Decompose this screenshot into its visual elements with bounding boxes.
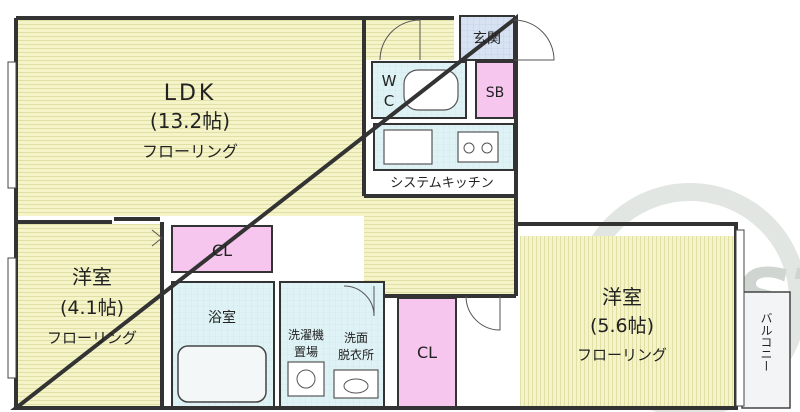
- western2-door-swing: [465, 295, 501, 331]
- ldk-name: LDK: [164, 81, 217, 106]
- wc-door-swing: [379, 19, 421, 61]
- basin-bowl-icon: [343, 378, 369, 394]
- sliding-door-mark: [151, 229, 163, 247]
- washroom-door-swing: [343, 285, 375, 317]
- window-western-1: [7, 257, 17, 379]
- closet1-label: CL: [212, 241, 232, 260]
- ldk-size: (13.2帖): [150, 109, 230, 133]
- wc-label-c: C: [384, 92, 394, 110]
- entrance: [459, 15, 515, 61]
- washer-drum-icon: [296, 369, 316, 389]
- laundry-label-2: 置場: [294, 345, 318, 359]
- washing-machine-space: [287, 361, 325, 397]
- corridor-wall: [384, 224, 518, 298]
- window-western-2: [735, 229, 745, 407]
- wash-basin: [333, 369, 379, 399]
- washroom-label-1: 洗面: [344, 331, 368, 345]
- toilet-icon: [403, 69, 459, 111]
- closet-2: [397, 297, 457, 409]
- balcony: [741, 291, 791, 409]
- ldk-corridor-floor: [364, 196, 516, 296]
- western2-floor-type: フローリング: [577, 346, 667, 364]
- kitchen-label: システムキッチン: [390, 176, 494, 191]
- room-western-1: [16, 224, 162, 410]
- room-western-2: [520, 236, 736, 408]
- entrance-label: 玄関: [473, 30, 501, 47]
- kitchen-sink: [383, 129, 433, 165]
- western1-size: (4.1帖): [60, 297, 124, 319]
- burner-icon: [481, 142, 493, 154]
- window-ldk: [7, 61, 17, 189]
- closet2-label: CL: [417, 343, 437, 362]
- sb-label: SB: [486, 85, 505, 101]
- balcony-label: バルコニー: [759, 312, 773, 372]
- burner-icon: [463, 142, 475, 154]
- wc-label-w: W: [382, 72, 397, 90]
- western2-size: (5.6帖): [590, 315, 654, 337]
- shoe-box: [475, 61, 515, 119]
- western2-name: 洋室: [602, 285, 642, 309]
- hall-wall: [362, 18, 516, 198]
- room-ldk: [16, 18, 516, 296]
- stove-icon: [457, 131, 499, 163]
- ldk-hall-floor: [364, 18, 454, 60]
- laundry-label-1: 洗濯機: [288, 327, 324, 342]
- bathtub: [177, 345, 267, 403]
- western1-name: 洋室: [72, 265, 112, 289]
- washroom-label-2: 脱衣所: [338, 347, 374, 362]
- western1-floor-type: フローリング: [47, 329, 137, 347]
- bath-label: 浴室: [208, 309, 236, 326]
- ldk-floor-type: フローリング: [142, 142, 238, 161]
- entrance-door-swing: [513, 19, 555, 61]
